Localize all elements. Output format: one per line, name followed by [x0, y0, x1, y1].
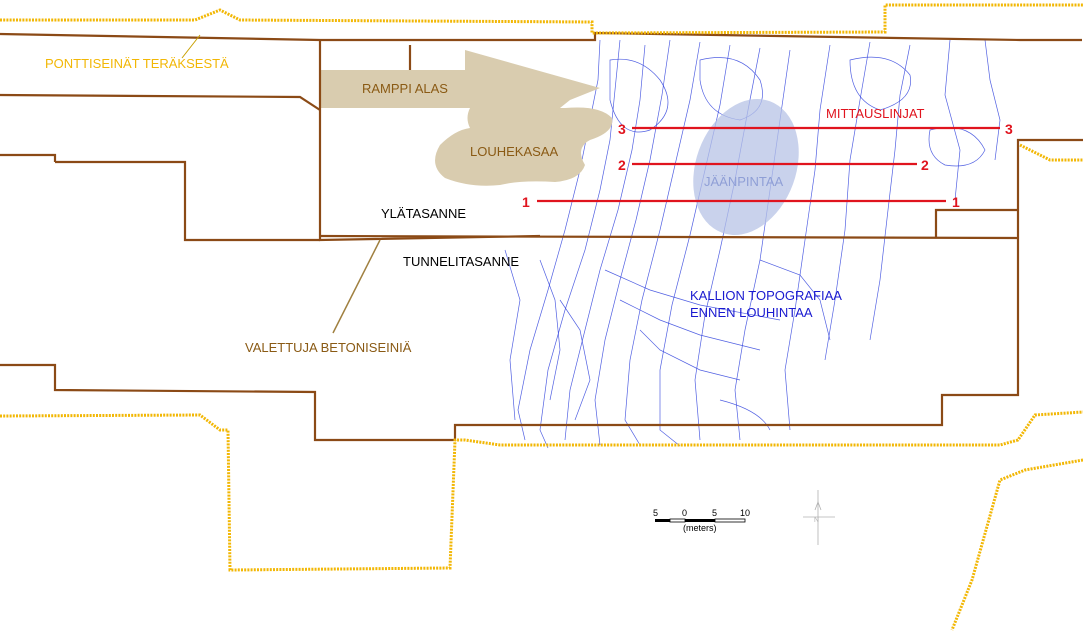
line1-right-label: 1: [952, 194, 960, 210]
topography-label-line1: KALLION TOPOGRAFIAA: [690, 288, 842, 303]
cast-walls-label: VALETTUJA BETONISEINIÄ: [245, 340, 412, 355]
ramp-label: RAMPPI ALAS: [362, 81, 448, 96]
scale-tick-minus5: 5: [653, 508, 658, 518]
upper-level-label: YLÄTASANNE: [381, 206, 466, 221]
concrete-walls: [0, 31, 1083, 442]
line3-left-label: 3: [618, 121, 626, 137]
line1-left-label: 1: [522, 194, 530, 210]
rock-pile-shape: [435, 107, 613, 186]
tunnel-level-label: TUNNELITASANNE: [403, 254, 519, 269]
north-arrow-icon: N: [803, 490, 835, 545]
svg-text:N: N: [814, 517, 819, 524]
sheet-pile-leader: [181, 34, 201, 59]
line3-right-label: 3: [1005, 121, 1013, 137]
ice-surface-area: [693, 99, 799, 235]
rock-pile-label: LOUHEKASAA: [470, 144, 558, 159]
steel-sheet-pile-walls: [0, 3, 1083, 631]
scale-tick-10: 10: [740, 508, 750, 518]
line2-left-label: 2: [618, 157, 626, 173]
scale-bar: 5 0 5 10 (meters): [653, 508, 750, 533]
scale-tick-0: 0: [682, 508, 687, 518]
ramp-down-shape: [320, 50, 600, 108]
line2-right-label: 2: [921, 157, 929, 173]
ice-surface-label: JÄÄNPINTAA: [704, 174, 784, 189]
sheet-piles-label: PONTTISEINÄT TERÄKSESTÄ: [45, 56, 229, 71]
measurement-lines: [537, 126, 1000, 203]
scale-unit: (meters): [683, 523, 717, 533]
cast-wall-leader: [332, 239, 381, 334]
measurement-lines-label: MITTAUSLINJAT: [826, 106, 925, 121]
rock-topography-contours: [504, 39, 1001, 449]
topography-label-line2: ENNEN LOUHINTAA: [690, 305, 813, 320]
scale-tick-5: 5: [712, 508, 717, 518]
